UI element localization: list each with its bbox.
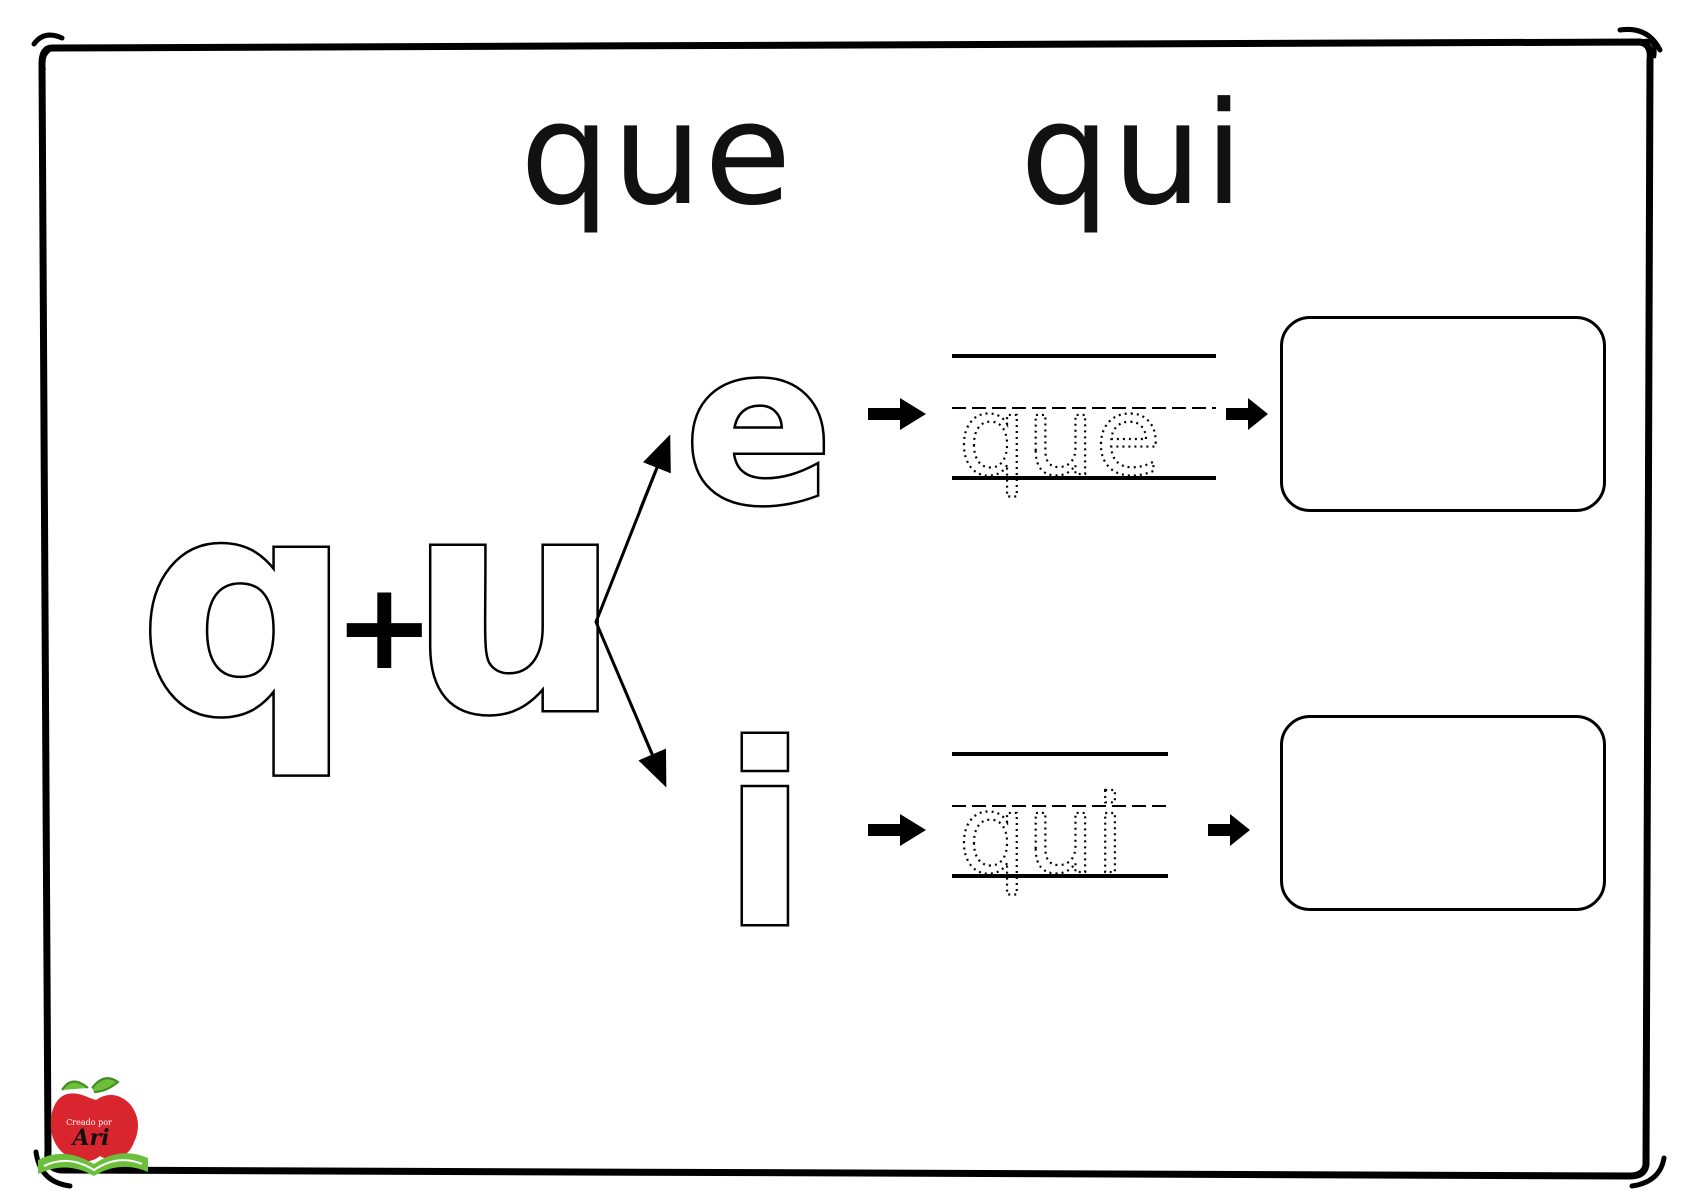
handwriting-lines-que — [952, 354, 1216, 480]
letter-e: e — [684, 298, 833, 554]
handwriting-lines-qui — [952, 752, 1168, 878]
logo-name: Ari — [72, 1125, 110, 1151]
logo-caption: Creado por — [66, 1118, 112, 1127]
arrow-to-e — [638, 434, 671, 511]
answer-box-que[interactable] — [1280, 316, 1606, 512]
apple-logo-icon — [38, 1077, 148, 1176]
heading-que: que — [520, 72, 794, 237]
arrow-right-icon — [1208, 814, 1250, 846]
trace-word-que: que — [958, 375, 1161, 500]
heading-qui: qui — [1020, 72, 1246, 237]
letter-u: u — [408, 432, 622, 781]
arrow-right-icon — [868, 814, 926, 846]
arrow-right-icon — [868, 398, 926, 430]
trace-word-qui: qui — [958, 773, 1125, 898]
answer-box-qui[interactable] — [1280, 715, 1606, 911]
letter-i: i — [722, 692, 808, 983]
arrow-right-icon — [1226, 398, 1268, 430]
letter-q: q — [138, 434, 353, 783]
arrow-to-i — [638, 725, 667, 788]
plus-sign: + — [334, 558, 435, 697]
